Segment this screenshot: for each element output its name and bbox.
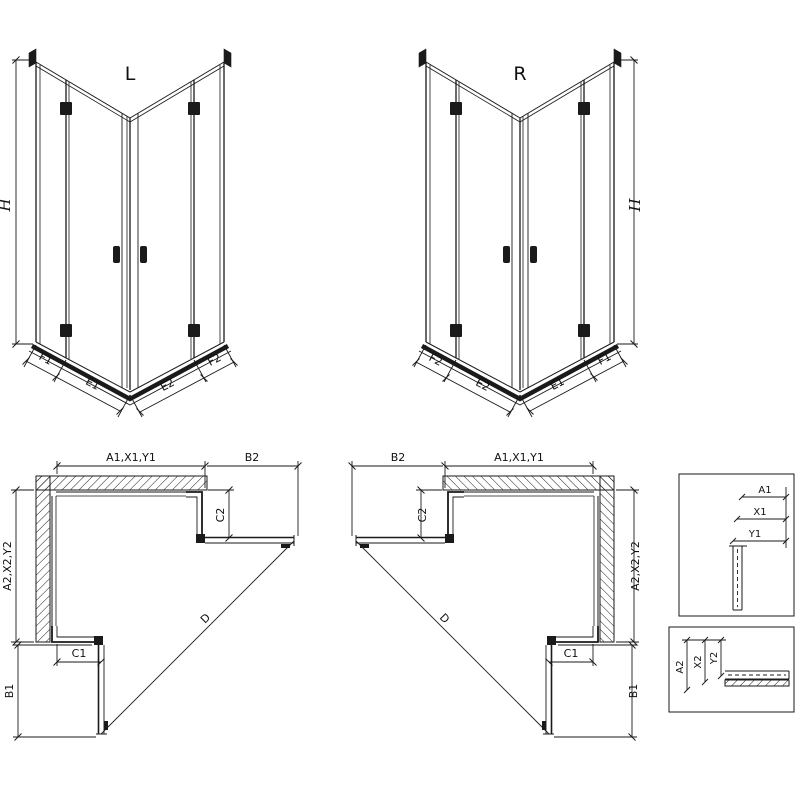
plan-left-b1-dim: B1: [3, 684, 16, 699]
left-view-label: L: [125, 63, 136, 85]
dim-f1-left: F1: [37, 350, 55, 368]
dim-e2-right: E2: [473, 376, 491, 394]
plan-left-top-dim: A1,X1,Y1: [106, 451, 156, 464]
dim-e1-left: E1: [83, 375, 101, 393]
detail-x2-label: X2: [693, 655, 704, 668]
right-view-label: R: [513, 63, 526, 85]
plan-right-c2-dim: C2: [416, 508, 429, 523]
plan-left-c2-dim: C2: [214, 508, 227, 523]
plan-right-b2-dim: B2: [391, 451, 406, 464]
plan-left-a2-dim: A2,X2,Y2: [1, 541, 14, 591]
plan-right-c1-dim: C1: [564, 647, 579, 660]
horizontal-profile-section: [724, 670, 790, 687]
detail-y2-label: Y2: [709, 652, 720, 665]
plan-left-b2-dim: B2: [245, 451, 260, 464]
dim-e2-left: E2: [158, 376, 176, 394]
detail-x1-label: X1: [753, 507, 766, 518]
plan-right-top-dim: A1,X1,Y1: [494, 451, 544, 464]
detail-a2-label: A2: [675, 660, 686, 673]
vertical-profile-section: [729, 545, 747, 611]
left-model-plan-view: [10, 460, 303, 742]
plan-right-b1-dim: B1: [627, 684, 640, 699]
dim-e1-right: E1: [548, 375, 566, 393]
height-dim-label-right: H: [626, 198, 644, 213]
dim-f2-left: F2: [205, 351, 223, 369]
dim-f2-right: F2: [427, 351, 445, 369]
right-model-plan-view: [347, 460, 640, 742]
height-dim-label-left: H: [0, 198, 14, 213]
plan-left-c1-dim: C1: [72, 647, 87, 660]
detail-y1-label: Y1: [748, 529, 761, 540]
dim-f1-right: F1: [595, 350, 613, 368]
detail-a1-label: A1: [758, 485, 771, 496]
plan-right-a2-dim: A2,X2,Y2: [629, 541, 642, 591]
profile-detail-bottom: A2 X2 Y2: [668, 626, 795, 713]
profile-detail-top: A1 X1 Y1: [678, 473, 795, 617]
